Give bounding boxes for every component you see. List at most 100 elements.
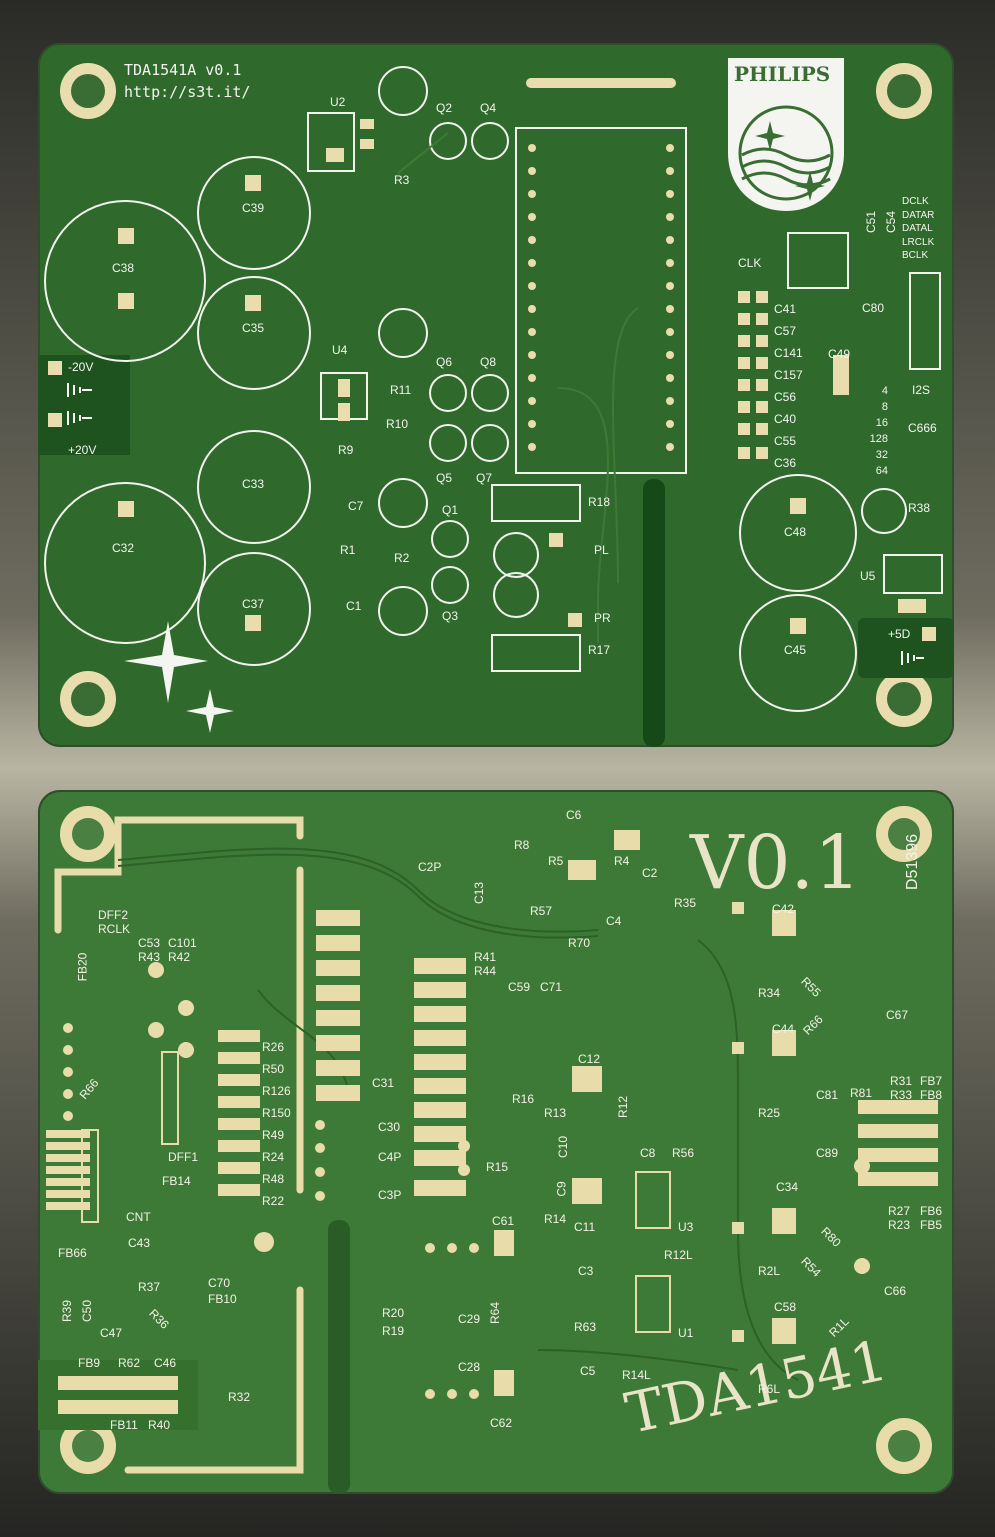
label-r37: R37	[138, 1280, 161, 1294]
label-fb9: FB9	[78, 1356, 101, 1370]
label-c5: C5	[580, 1364, 596, 1378]
label-r56: R56	[672, 1146, 695, 1160]
label-r2l: R2L	[758, 1264, 781, 1278]
bottom-copper	[38, 806, 938, 1494]
label-r2: R2	[394, 551, 410, 565]
label-r3: R3	[394, 173, 410, 187]
label-r38: R38	[908, 501, 931, 515]
cap-c38-outline	[44, 200, 206, 362]
label-fb11: FB11	[110, 1418, 138, 1432]
label-fb66: FB66	[58, 1246, 87, 1260]
label-r31: R31	[890, 1074, 913, 1088]
label-r6l: R6L	[758, 1382, 781, 1396]
label-u4: U4	[332, 343, 348, 357]
label-r81: R81	[850, 1086, 873, 1100]
label-pos20v: +20V	[68, 443, 97, 457]
label-r32: R32	[228, 1390, 251, 1404]
label-r19: R19	[382, 1324, 405, 1338]
label-r43: R43	[138, 950, 161, 964]
label-c51: C51	[864, 210, 879, 234]
label-c11: C11	[574, 1220, 596, 1234]
label-fb20: FB20	[75, 952, 90, 982]
label-c10: C10	[556, 1135, 571, 1159]
label-i2s: I2S	[912, 383, 931, 397]
label-c2p: C2P	[418, 860, 442, 874]
label-c43: C43	[128, 1236, 151, 1250]
label-dff1: DFF1	[168, 1150, 198, 1164]
label-c48: C48	[784, 525, 807, 539]
label-c4: C4	[606, 914, 622, 928]
label-c4p: C4P	[378, 1150, 402, 1164]
label-q7: Q7	[476, 471, 493, 485]
label-c8: C8	[640, 1146, 656, 1160]
label-c66: C66	[884, 1284, 907, 1298]
label-r39: R39	[60, 1299, 75, 1323]
label-r33: R33	[890, 1088, 913, 1102]
label-c6: C6	[566, 808, 582, 822]
label-c45: C45	[784, 643, 807, 657]
label-c2: C2	[642, 866, 658, 880]
label-q4: Q4	[480, 101, 497, 115]
label-clk: CLK	[738, 256, 762, 270]
label-r62: R62	[118, 1356, 141, 1370]
label-u3: U3	[678, 1220, 694, 1234]
label-r13: R13	[544, 1106, 567, 1120]
label-r40: R40	[148, 1418, 171, 1432]
label-r4: R4	[614, 854, 630, 868]
pcb-bottom-side: V0.1 TDA1541 D51396 C2P C13 R8 C6 R5 R4 …	[38, 790, 954, 1494]
star-icon	[186, 689, 234, 733]
brand-logo-text: PHILIPS	[734, 62, 831, 86]
label-c49: C49	[828, 347, 851, 361]
label-c54: C54	[884, 210, 899, 234]
board-code: D51396	[904, 833, 921, 890]
label-r23: R23	[888, 1218, 911, 1232]
label-pl: PL	[594, 543, 609, 557]
label-c31: C31	[372, 1076, 395, 1090]
label-c28: C28	[458, 1360, 481, 1374]
label-fb6: FB6	[920, 1204, 943, 1218]
label-q1: Q1	[442, 503, 459, 517]
label-r1: R1	[340, 543, 356, 557]
board-url: http://s3t.it/	[124, 83, 251, 101]
label-c80: C80	[862, 301, 885, 315]
label-q3: Q3	[442, 609, 459, 623]
label-fb10: FB10	[208, 1292, 237, 1306]
label-c61: C61	[492, 1214, 515, 1228]
label-r44: R44	[474, 964, 497, 978]
label-c13: C13	[472, 881, 487, 905]
label-neg20v: -20V	[68, 360, 94, 374]
label-r16: R16	[512, 1092, 535, 1106]
label-cnt: CNT	[126, 1210, 151, 1224]
label-c30: C30	[378, 1120, 401, 1134]
label-r34: R34	[758, 986, 781, 1000]
label-c71: C71	[540, 980, 563, 994]
version-mark: V0.1	[690, 820, 862, 906]
label-r11: R11	[390, 383, 412, 397]
label-c44: C44	[772, 1022, 795, 1036]
label-r63: R63	[574, 1320, 597, 1334]
label-r20: R20	[382, 1306, 405, 1320]
label-fb8: FB8	[920, 1088, 943, 1102]
label-c70: C70	[208, 1276, 231, 1290]
pcb-top-side: TDA1541A v0.1 http://s3t.it/ PHILIPS U2 …	[38, 43, 954, 747]
label-c3: C3	[578, 1264, 594, 1278]
label-r27: R27	[888, 1204, 911, 1218]
label-c3p: C3P	[378, 1188, 402, 1202]
label-c62: C62	[490, 1416, 513, 1430]
board-title: TDA1541A v0.1	[124, 61, 242, 79]
label-r12: R12	[616, 1095, 631, 1119]
label-c38: C38	[112, 261, 135, 275]
label-q5: Q5	[436, 471, 453, 485]
label-r42: R42	[168, 950, 191, 964]
label-r10: R10	[386, 417, 409, 431]
label-q6: Q6	[436, 355, 453, 369]
label-c42: C42	[772, 902, 795, 916]
label-pr: PR	[594, 611, 611, 625]
label-c37: C37	[242, 597, 265, 611]
label-c50: C50	[80, 1299, 95, 1323]
label-r70: R70	[568, 936, 591, 950]
label-r15: R15	[486, 1160, 509, 1174]
